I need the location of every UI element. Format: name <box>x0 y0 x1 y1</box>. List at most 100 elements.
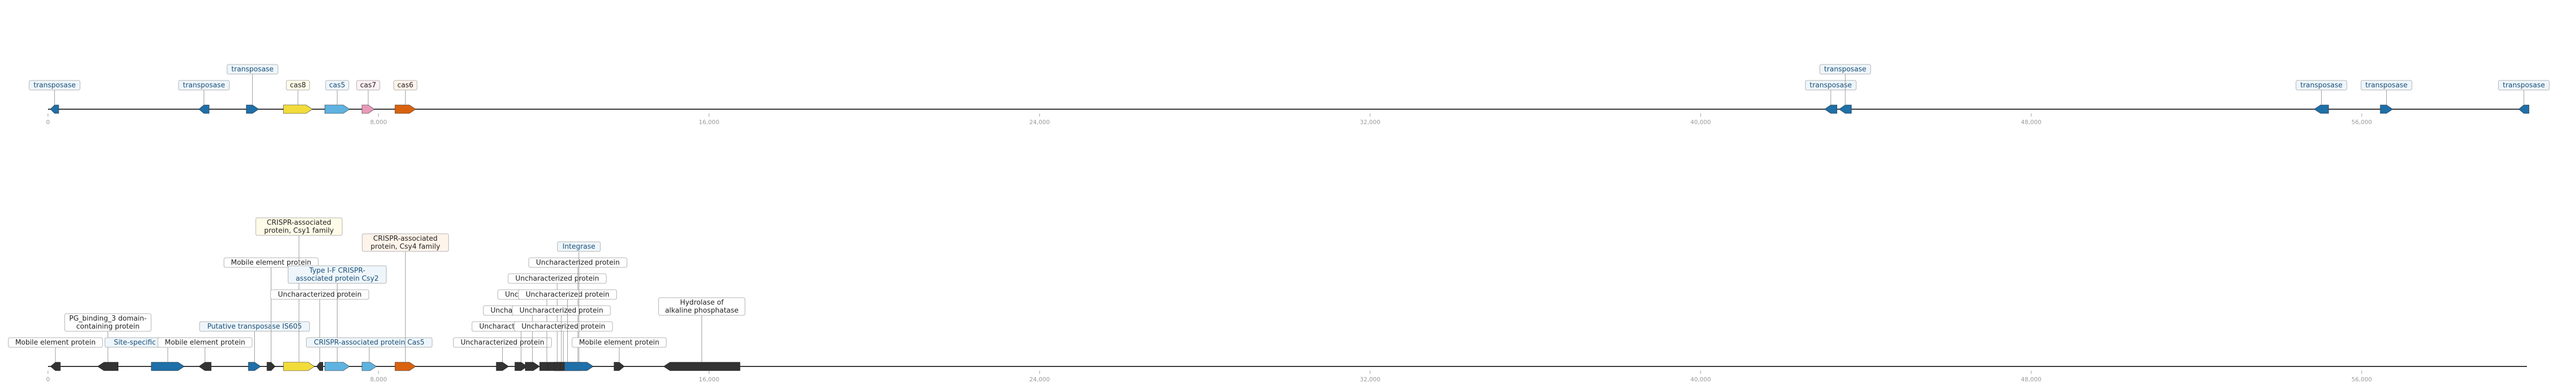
gene-label: Uncharacterized protein <box>536 259 619 267</box>
gene-arrow[interactable] <box>50 362 61 371</box>
gene-arrow[interactable] <box>2314 104 2329 114</box>
gene-label: transposase <box>2365 81 2408 89</box>
gene-arrow[interactable] <box>198 104 210 114</box>
gene-label-box <box>356 80 380 91</box>
gene-label: Mobile element protein <box>231 259 311 267</box>
gene-label: cas8 <box>290 81 306 89</box>
gene-label-box <box>2498 80 2550 91</box>
gene-label: transposase <box>1810 81 1852 89</box>
axis-tick-label: 40,000 <box>1690 376 1711 383</box>
gene-arrow[interactable] <box>395 362 416 371</box>
gene-label: Mobile element protein <box>165 339 245 347</box>
gene-arrow[interactable] <box>151 362 185 371</box>
gene-label-box <box>518 289 617 300</box>
gene-label: Uncharacterized protein <box>461 339 544 347</box>
gene-label-box <box>453 337 552 348</box>
gene-label: Uncharacterized protein <box>516 275 599 283</box>
gene-arrow[interactable] <box>198 362 212 371</box>
gene-label-box <box>325 80 349 91</box>
axis-tick-label: 56,000 <box>2352 376 2372 383</box>
gene-label-box <box>1805 80 1857 91</box>
gene-label: Mobile element protein <box>579 339 659 347</box>
gene-label: transposase <box>183 81 225 89</box>
gene-label-box <box>557 241 601 252</box>
axis-tick-label: 8,000 <box>370 119 387 126</box>
gene-arrow[interactable] <box>246 104 259 114</box>
gene-arrow[interactable] <box>525 362 540 371</box>
gene-arrow[interactable] <box>663 362 740 371</box>
gene-label: Integrase <box>562 243 595 251</box>
gene-label: CRISPR-associated <box>267 219 331 227</box>
gene-label: protein, Csy4 family <box>371 243 440 251</box>
axis-tick-label: 56,000 <box>2352 119 2372 126</box>
gene-label: transposase <box>231 66 273 74</box>
axis-tick-label: 48,000 <box>2021 376 2042 383</box>
gene-label-box <box>2296 80 2347 91</box>
gene-label: transposase <box>1824 66 1866 74</box>
gene-label-box <box>306 337 433 348</box>
axis-tick-label: 24,000 <box>1029 119 1050 126</box>
axis-tick-label: 0 <box>46 376 50 383</box>
gene-arrow[interactable] <box>283 104 313 114</box>
gene-arrow[interactable] <box>97 362 119 371</box>
gene-arrow[interactable] <box>1839 104 1852 114</box>
gene-label-box <box>255 217 343 236</box>
gene-label: transposase <box>34 81 76 89</box>
gene-label: CRISPR-associated protein Cas5 <box>314 339 424 347</box>
gene-label: Uncharacterized protein <box>521 323 605 331</box>
gene-label: Type I-F CRISPR- <box>309 267 366 275</box>
gene-label: transposase <box>2300 81 2342 89</box>
gene-label: Putative transposase IS605 <box>207 323 302 331</box>
gene-arrow[interactable] <box>395 104 416 114</box>
gene-label: Mobile element protein <box>15 339 96 347</box>
gene-label-box <box>528 257 627 268</box>
gene-arrow[interactable] <box>361 362 377 371</box>
gene-label-box <box>1820 64 1871 75</box>
gene-label-box <box>227 64 278 75</box>
gene-arrow[interactable] <box>2518 104 2530 114</box>
gene-label: alkaline phosphatase <box>665 307 738 315</box>
gene-arrow[interactable] <box>50 104 59 114</box>
gene-arrow[interactable] <box>316 362 324 371</box>
gene-arrow[interactable] <box>361 104 375 114</box>
axis-tick-label: 16,000 <box>699 119 720 126</box>
gene-label: associated protein Csy2 <box>296 275 379 283</box>
gene-arrow[interactable] <box>267 362 276 371</box>
gene-arrow[interactable] <box>496 362 509 371</box>
gene-label: CRISPR-associated <box>373 235 438 243</box>
gene-label-box <box>199 321 310 332</box>
gene-label: containing protein <box>76 323 140 331</box>
gene-arrow[interactable] <box>2380 104 2393 114</box>
gene-label-box <box>361 233 449 252</box>
gene-arrow[interactable] <box>614 362 625 371</box>
gene-label: protein, Csy1 family <box>264 227 334 235</box>
gene-label-box <box>29 80 80 91</box>
axis-tick-label: 8,000 <box>370 376 387 383</box>
gene-label: Uncharacterized protein <box>526 291 609 299</box>
gene-label-box <box>157 337 253 348</box>
gene-label-box <box>393 80 417 91</box>
axis-tick-label: 40,000 <box>1690 119 1711 126</box>
gene-label-box <box>287 265 387 284</box>
gene-label-box <box>270 289 369 300</box>
gene-label: Uncharacterized protein <box>519 307 603 315</box>
gene-arrow[interactable] <box>564 362 594 371</box>
gene-arrow[interactable] <box>1824 104 1838 114</box>
gene-arrow[interactable] <box>248 362 261 371</box>
gene-label-box <box>658 297 745 316</box>
axis-tick-label: 24,000 <box>1029 376 1050 383</box>
gene-label-box <box>2361 80 2412 91</box>
gene-label: cas6 <box>397 81 413 89</box>
gene-arrow[interactable] <box>324 104 350 114</box>
gene-label: Uncharacterized protein <box>278 291 361 299</box>
gene-arrow[interactable] <box>324 362 350 371</box>
gene-arrow[interactable] <box>514 362 528 371</box>
gene-label-box <box>571 337 667 348</box>
gene-label: PG_binding_3 domain- <box>69 315 147 323</box>
gene-label-box <box>508 273 607 284</box>
gene-label: transposase <box>2503 81 2545 89</box>
gene-arrow[interactable] <box>283 362 315 371</box>
